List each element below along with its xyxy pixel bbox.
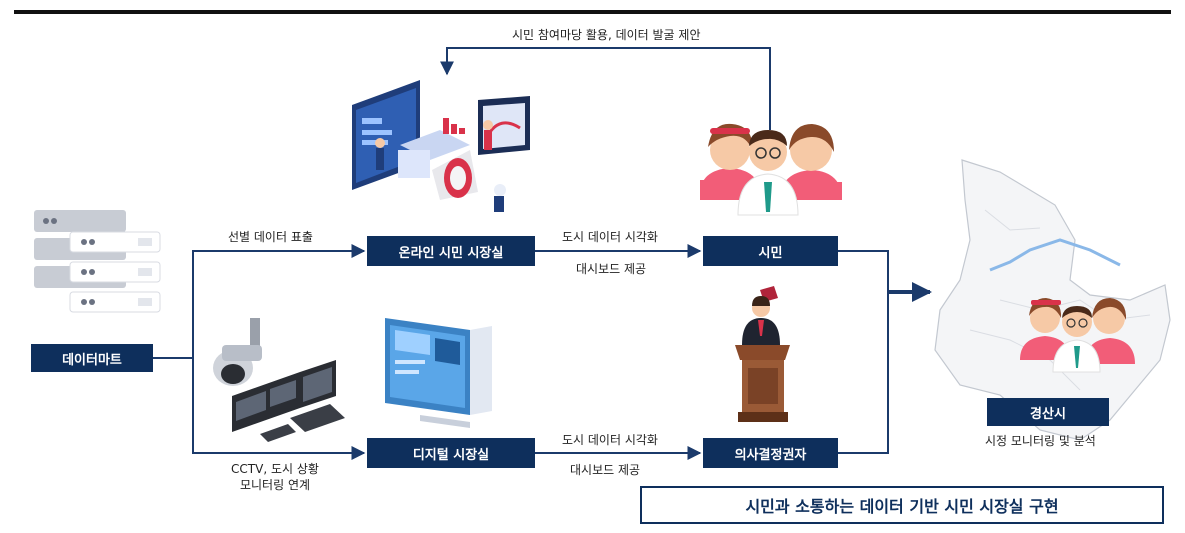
cctv-monitor-illustration xyxy=(213,318,345,442)
label-cctv-line1: CCTV, 도시 상황 xyxy=(231,462,319,476)
server-stack-icon xyxy=(34,210,161,313)
speaker-podium-illustration xyxy=(735,286,790,422)
city-map-illustration xyxy=(934,159,1171,441)
node-decision-maker: 의사결정권자 xyxy=(703,438,838,468)
diagram-title-text: 시민과 소통하는 데이터 기반 시민 시장실 구현 xyxy=(745,497,1059,516)
node-city-label: 경산시 xyxy=(1030,406,1066,422)
node-online-room: 온라인 시민 시장실 xyxy=(367,236,535,266)
label-selected-data: 선별 데이터 표출 xyxy=(228,230,313,244)
label-dashboard-top: 대시보드 제공 xyxy=(576,262,647,276)
edge-citizen-merge xyxy=(838,250,889,292)
label-viz-bottom: 도시 데이터 시각화 xyxy=(562,433,658,447)
label-dashboard-bottom: 대시보드 제공 xyxy=(570,463,641,477)
connectors xyxy=(153,47,932,460)
node-data-mart-label: 데이터마트 xyxy=(62,352,122,368)
label-cctv: CCTV, 도시 상황 모니터링 연계 xyxy=(215,462,335,493)
edge-to-digital-room xyxy=(192,358,366,460)
edge-to-online-room xyxy=(192,244,366,358)
city-caption: 시정 모니터링 및 분석 xyxy=(985,434,1096,448)
feedback-label: 시민 참여마당 활용, 데이터 발굴 제안 xyxy=(512,28,701,42)
node-online-room-label: 온라인 시민 시장실 xyxy=(398,245,504,261)
node-citizen: 시민 xyxy=(703,236,838,266)
node-digital-room-label: 디지털 시장실 xyxy=(412,447,490,463)
edge-feedback-loop xyxy=(440,47,771,130)
digital-screen-illustration xyxy=(385,318,492,428)
diagram-title: 시민과 소통하는 데이터 기반 시민 시장실 구현 xyxy=(640,486,1164,524)
label-viz-top: 도시 데이터 시각화 xyxy=(562,230,658,244)
top-rule xyxy=(14,10,1171,14)
edge-decision-merge xyxy=(838,292,889,454)
label-cctv-line2: 모니터링 연계 xyxy=(239,477,311,492)
node-digital-room: 디지털 시장실 xyxy=(367,438,535,468)
online-dashboard-illustration xyxy=(352,80,530,212)
node-citizen-label: 시민 xyxy=(758,245,783,261)
node-decision-maker-label: 의사결정권자 xyxy=(734,447,807,463)
citizens-group-icon xyxy=(700,123,842,216)
node-city: 경산시 xyxy=(987,398,1109,426)
node-data-mart: 데이터마트 xyxy=(31,344,153,372)
